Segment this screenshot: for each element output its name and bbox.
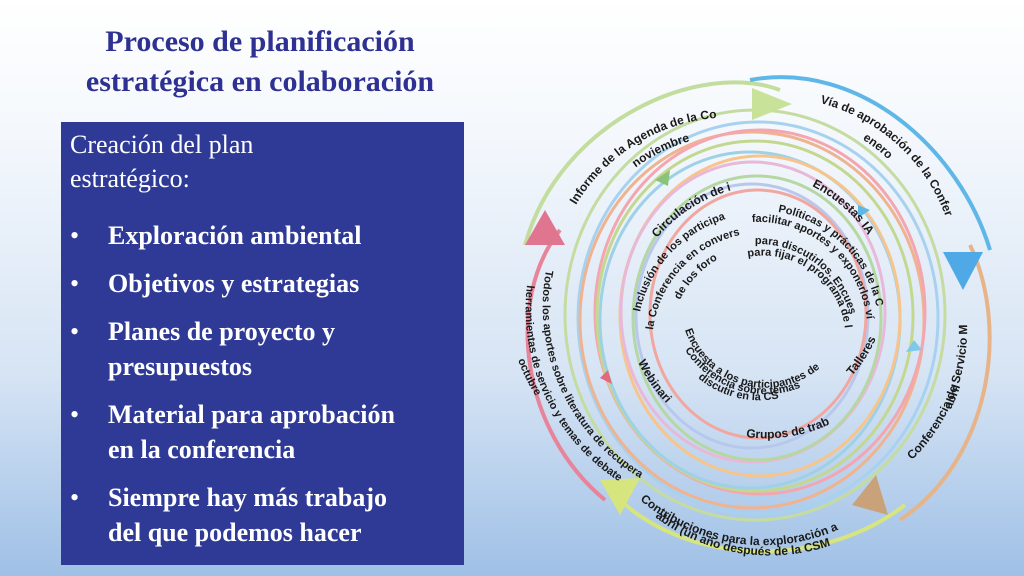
bullet-line: en la conferencia: [108, 435, 296, 464]
title-line-2: estratégica en colaboración: [85, 65, 435, 98]
label-politicas-3: para discutirlos. Encuesta. Se usa: [0, 0, 858, 316]
bullet-item: Exploración ambiental: [70, 218, 456, 253]
arrow-icon: [752, 88, 792, 120]
label-encuesta-csm: Encuesta a los participantes de la: [0, 0, 822, 391]
label-agenda: Informe de la Agenda de la Conferencia: [0, 0, 717, 207]
bullet-line: Objetivos y estrategias: [108, 269, 360, 298]
colored-rings: [563, 108, 947, 522]
arrow-icon: [943, 252, 983, 290]
bullet-line: del que podemos hacer: [108, 518, 362, 547]
label-ideas: Circulación de ideas: [0, 0, 732, 240]
label-encuesta-csm-2: Conferencia sobre temas para: [0, 0, 805, 397]
bullet-line: Planes de proyecto y: [108, 317, 335, 346]
inner-labels: Inclusión de los participantes de la Con…: [0, 0, 885, 403]
panel-heading-line-1: Creación del plan: [70, 130, 254, 159]
label-politicas: Políticas y prácticas de la CSM:: [0, 0, 885, 307]
arrow-icon: [852, 475, 888, 515]
page-title: Proceso de planificación estratégica en …: [20, 22, 500, 102]
bullet-item: Objetivos y estrategias: [70, 266, 456, 301]
label-politicas-2: facilitar aportes y exponerlos vía FTP: [0, 0, 876, 321]
bullet-item: Siempre hay más trabajo del que podemos h…: [70, 480, 456, 550]
plan-panel: Creación del plan estratégico: Exploraci…: [61, 122, 464, 565]
bullet-line: Siempre hay más trabajo: [108, 483, 388, 512]
bullet-line: presupuestos: [108, 352, 253, 381]
label-inclusion-2: la Conferencia en conversaciones: [0, 0, 741, 330]
arrow-icon: [655, 170, 670, 186]
arrowheads: [525, 88, 983, 515]
arrow-icon: [600, 478, 640, 515]
panel-heading: Creación del plan estratégico:: [70, 128, 456, 196]
bullet-item: Material para aprobación en la conferenci…: [70, 397, 456, 467]
bullet-line: Material para aprobación: [108, 400, 395, 429]
outer-loops: [523, 75, 992, 554]
bullet-item: Planes de proyecto y presupuestos: [70, 314, 456, 384]
label-encuestas: Encuestas IAC: [0, 0, 877, 237]
bullet-list: Exploración ambiental Objetivos y estrat…: [70, 218, 456, 550]
panel-heading-line-2: estratégico:: [70, 164, 190, 193]
arrow-icon: [858, 205, 870, 218]
arrow-icon: [906, 340, 922, 352]
title-line-1: Proceso de planificación: [105, 25, 415, 58]
arrow-icon: [525, 210, 565, 245]
middle-labels: Circulación de ideas Encuestas IAC Talle…: [0, 0, 879, 441]
bullet-line: Exploración ambiental: [108, 221, 362, 250]
arrow-icon: [600, 370, 612, 384]
